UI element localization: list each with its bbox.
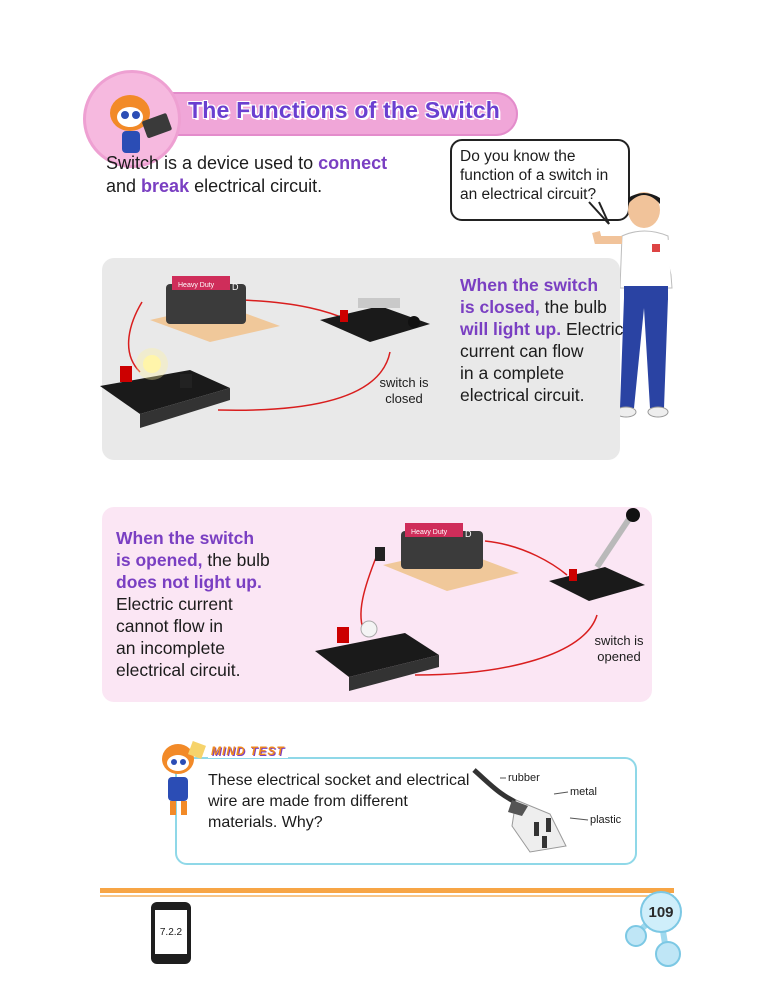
battery-label-2: Heavy Duty [411,529,448,536]
footer-rule-thin [100,895,674,897]
opened-switch-text: When the switch is opened, the bulb does… [116,528,270,680]
title-banner [150,92,518,136]
plug-illustration [472,768,589,853]
highlight-connect: connect [318,153,388,173]
page-title: The Functions of the Switch [188,97,501,123]
robot-mascot-small-icon [162,741,206,815]
student-boy-illustration [592,192,683,418]
mascot-badge [83,70,181,168]
mind-test-label: MIND TEST [208,744,288,758]
speech-tail [588,201,610,225]
battery-letter: D [232,282,239,292]
opened-caption: switch is opened [594,633,644,664]
plug-label-metal: metal [570,786,597,798]
closed-caption: switch is closed [379,375,429,406]
page-number: 109 [648,903,674,921]
highlight-break: break [141,176,190,196]
footer-rule [100,888,674,893]
closed-switch-text: When the switch is closed, the bulb will… [460,275,624,405]
molecule-icon [625,891,682,967]
mind-test-question: These electrical socket and electrical w… [208,772,470,831]
intro-text: Switch is a device used to connect and b… [106,153,388,196]
battery-letter-2: D [465,529,472,539]
opened-circuit-illustration: Heavy Duty D [315,508,645,691]
closed-circuit-illustration: Heavy Duty D [100,276,430,428]
plug-label-plastic: plastic [590,814,622,826]
battery-label: Heavy Duty [178,282,215,289]
lesson-code: 7.2.2 [155,910,187,954]
plug-label-rubber: rubber [508,772,540,784]
robot-mascot-icon [110,95,172,153]
